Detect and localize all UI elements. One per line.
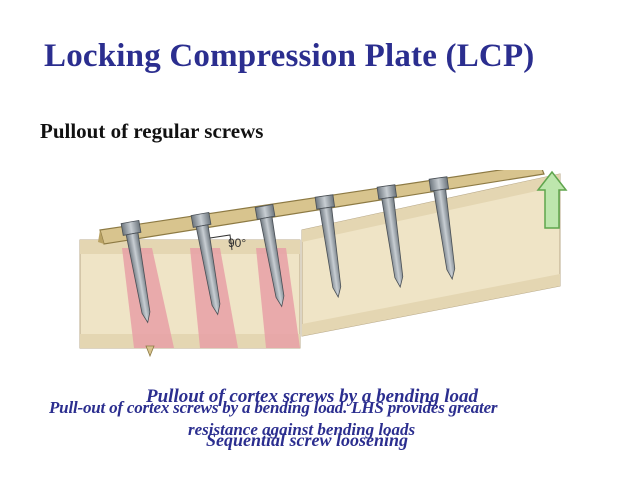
screw [254,203,285,308]
caption-line-b: Pull-out of cortex screws by a bending l… [49,398,498,417]
screw [428,176,456,281]
caption-line-a: Pullout of cortex screws by a bending lo… [146,386,478,407]
screw [120,219,151,324]
caption-line-d: Sequential screw loosening [206,430,409,450]
right-bone-segment [301,173,561,337]
lcp-illustration: 90° [79,170,568,358]
angle-label: 90° [228,236,246,250]
caption-line-c: resistance against bending loads [188,420,416,439]
angle-marker: 90° [209,234,246,251]
pullout-arrow-icon [536,170,568,229]
screw [190,211,221,316]
bone-fragment [145,345,155,358]
slide-title: Locking Compression Plate (LCP) [44,38,535,74]
screw [314,194,342,299]
screw [376,184,404,289]
slide-subtitle: Pullout of regular screws [40,119,264,143]
